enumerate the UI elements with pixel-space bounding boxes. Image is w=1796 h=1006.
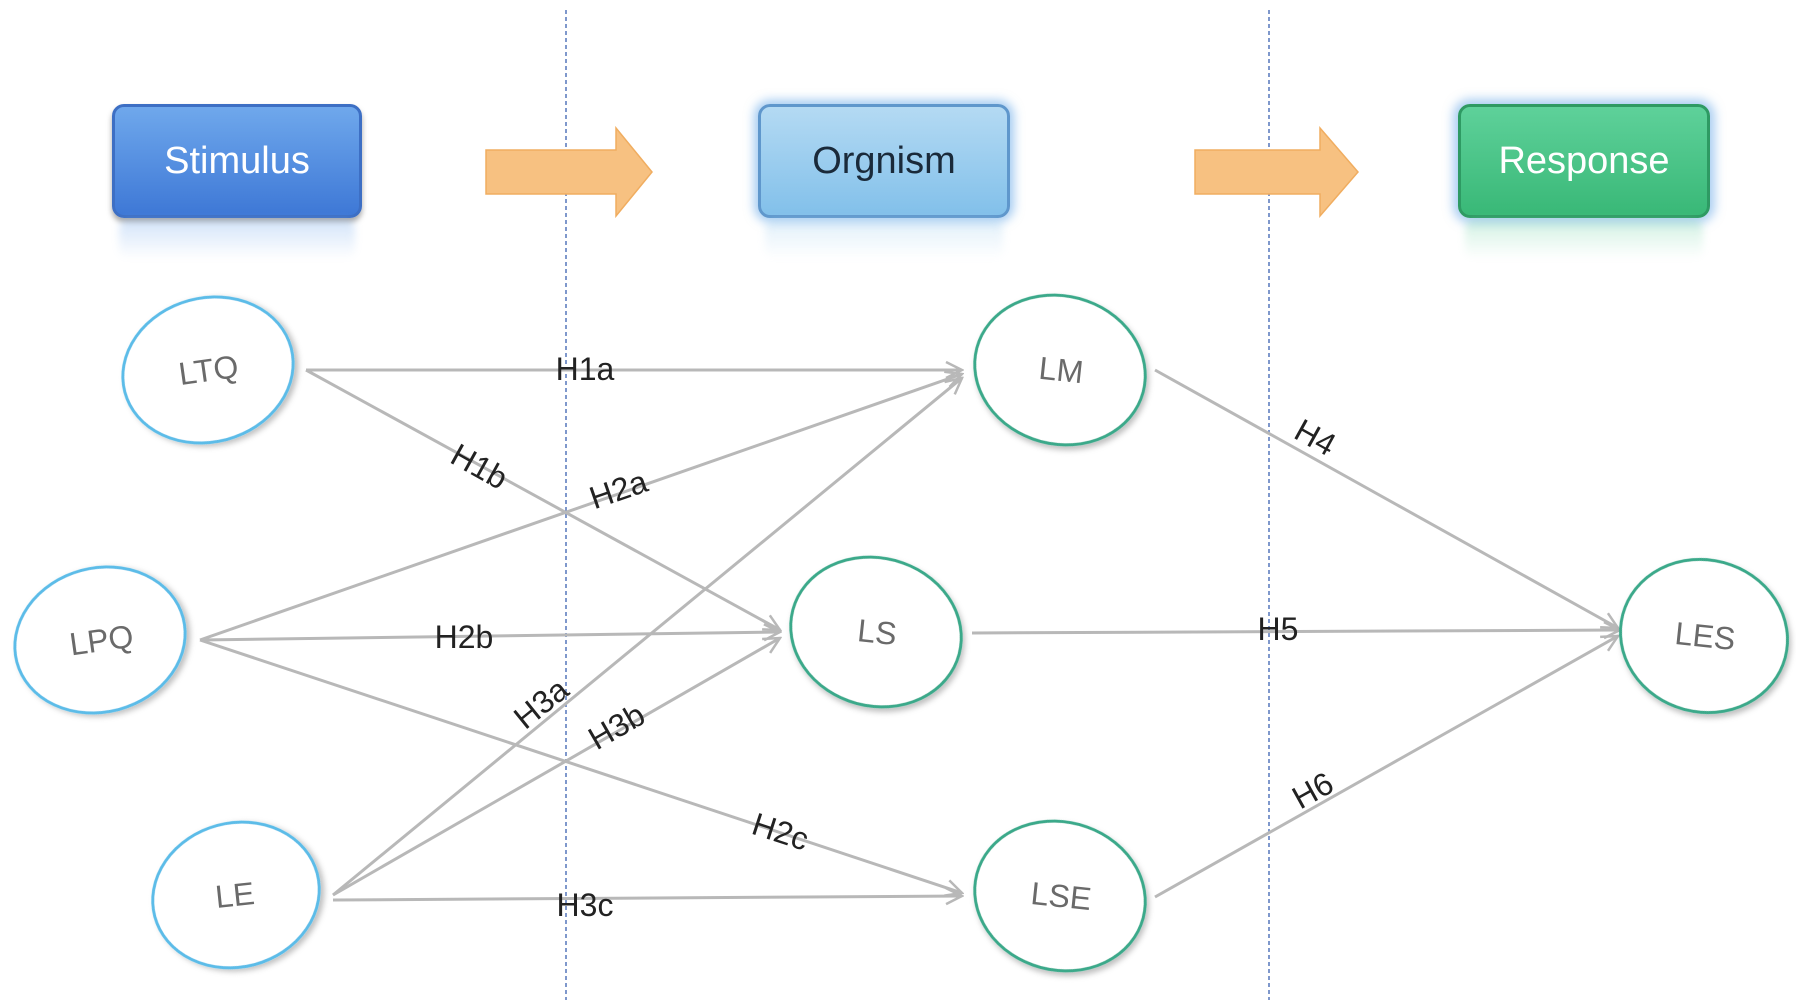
edges (199, 368, 1620, 900)
edge-h4 (1154, 368, 1618, 628)
edge-h3a (332, 378, 962, 897)
stimulus-reflection (119, 219, 355, 259)
node-lm-label: LM (1037, 350, 1085, 390)
node-ls-label: LS (856, 612, 899, 652)
node-les-ellipse (1619, 557, 1789, 715)
edge-h2a (199, 374, 962, 642)
edge-label-h4: H4 (1289, 412, 1342, 463)
node-ls: LS (789, 555, 963, 709)
edge-label-h6: H6 (1286, 765, 1339, 816)
edge-label-h3c: H3c (557, 887, 614, 923)
node-lpq-label: LPQ (67, 618, 135, 663)
response-label: Response (1498, 139, 1670, 182)
node-les: LES (1619, 557, 1789, 715)
node-lse-ellipse (973, 819, 1147, 973)
node-lpq-ellipse (13, 565, 187, 715)
organism-label: Orgnism (812, 139, 956, 182)
stimulus-label: Stimulus (164, 139, 310, 182)
node-le-ellipse (151, 820, 321, 970)
edge-label-h2b: H2b (435, 619, 494, 655)
node-ltq: LTQ (121, 295, 295, 445)
response-box: Response (1458, 104, 1710, 259)
response-reflection (1465, 219, 1703, 259)
edge-label-h2c: H2c (748, 806, 813, 858)
node-lpq: LPQ (13, 565, 187, 715)
stage-arrow-2 (1194, 125, 1359, 219)
node-ls-ellipse (789, 555, 963, 709)
edge-h2b (199, 632, 780, 642)
stage-arrow-1 (485, 125, 653, 219)
node-lm-ellipse (973, 293, 1147, 447)
edge-h3b (332, 638, 780, 897)
edge-label-h3b: H3b (582, 696, 651, 757)
edge-label-h3a: H3a (507, 671, 575, 736)
edge-label-h1b: H1b (445, 436, 514, 496)
node-lse-label: LSE (1029, 875, 1093, 917)
edge-label-h1a: H1a (556, 351, 615, 387)
node-le: LE (151, 820, 321, 970)
edge-label-h5: H5 (1258, 611, 1299, 647)
organism-box: Orgnism (758, 104, 1010, 259)
edge-h1b (305, 368, 780, 630)
edge-h2c (199, 638, 962, 893)
stimulus-box: Stimulus (112, 104, 362, 259)
edge-h6 (1154, 636, 1618, 899)
organism-reflection (765, 219, 1003, 259)
node-les-label: LES (1673, 615, 1737, 657)
node-lse: LSE (973, 819, 1147, 973)
node-lm: LM (973, 293, 1147, 447)
edge-h3c (332, 896, 962, 900)
edge-h5 (971, 630, 1620, 633)
node-ltq-label: LTQ (176, 348, 240, 392)
edge-label-h2a: H2a (585, 463, 652, 516)
node-le-label: LE (214, 875, 257, 915)
node-ltq-ellipse (121, 295, 295, 445)
